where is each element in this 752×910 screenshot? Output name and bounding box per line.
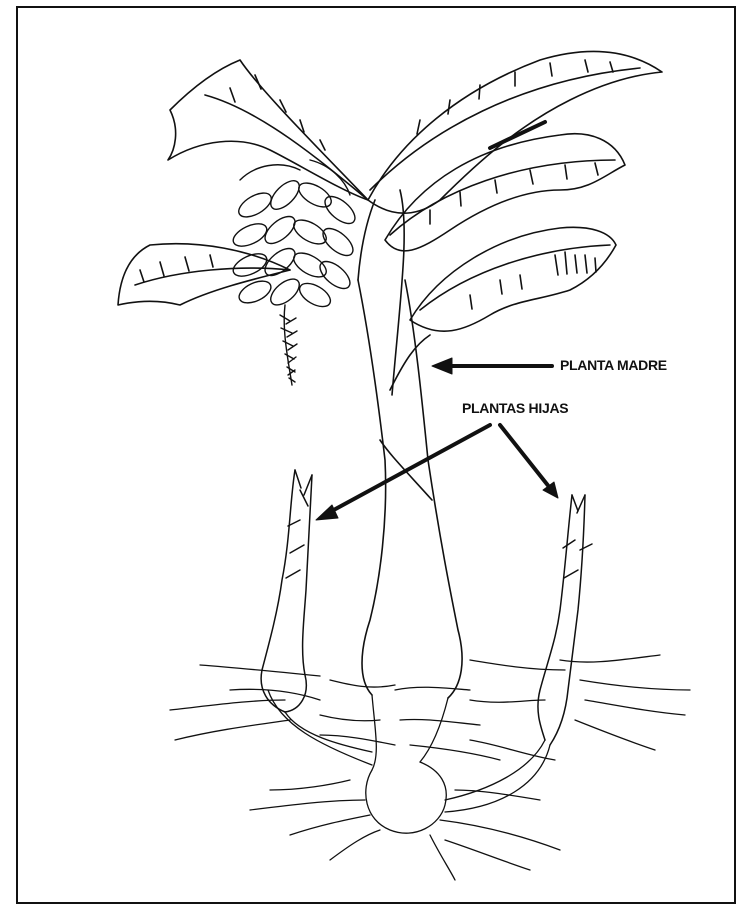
daughter-plants-label: PLANTAS HIJAS: [462, 400, 568, 416]
daughter-arrow-right: [500, 425, 550, 488]
mother-plant-label: PLANTA MADRE: [560, 357, 667, 373]
daughter-plant-right: [538, 495, 592, 745]
mother-plant-stem: [358, 190, 462, 698]
banana-bunch: [230, 160, 360, 385]
leaves: [118, 51, 662, 331]
arrows: [316, 358, 558, 520]
daughter-plant-left: [261, 470, 312, 712]
daughter-arrow-left: [330, 425, 490, 512]
corm-and-roots: [170, 655, 690, 880]
